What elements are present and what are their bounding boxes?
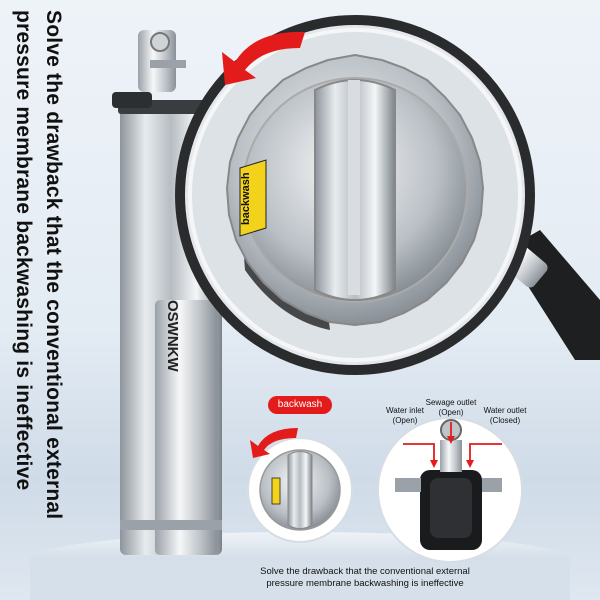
sewage-outlet-label: Sewage outlet (Open)	[416, 398, 486, 418]
backwash-badge: backwash	[268, 396, 332, 414]
sewage-outlet-name: Sewage outlet	[425, 398, 477, 407]
rotate-arrow-icon	[222, 31, 305, 85]
cutaway-inset	[377, 417, 523, 563]
water-inlet-name: Water inlet	[386, 406, 424, 415]
dial-label-text: backwash	[240, 172, 252, 225]
headline-line-1: Solve the drawback that the conventional…	[42, 10, 65, 520]
water-outlet-label: Water outlet (Closed)	[470, 406, 540, 426]
caption-line-1: Solve the drawback that the conventional…	[260, 566, 470, 577]
inset-knob	[247, 437, 353, 543]
podium-base	[30, 560, 570, 600]
sewage-outlet-state: (Open)	[438, 408, 464, 417]
caption-line-2: pressure membrane backwashing is ineffec…	[266, 578, 464, 589]
magnifier-lens	[175, 15, 535, 375]
headline-line-2: pressure membrane backwashing is ineffec…	[12, 10, 35, 491]
brand-text: OSWNKW	[164, 300, 181, 372]
water-inlet-state: (Open)	[392, 416, 418, 425]
water-outlet-name: Water outlet	[483, 406, 527, 415]
dial-label	[239, 159, 267, 237]
caption: Solve the drawback that the conventional…	[230, 566, 500, 590]
headline-vertical: Solve the drawback that the conventional…	[4, 0, 80, 600]
inset-rotate-arrow-icon	[250, 428, 298, 458]
water-inlet-label: Water inlet (Open)	[370, 406, 440, 426]
water-outlet-state: (Closed)	[489, 416, 521, 425]
